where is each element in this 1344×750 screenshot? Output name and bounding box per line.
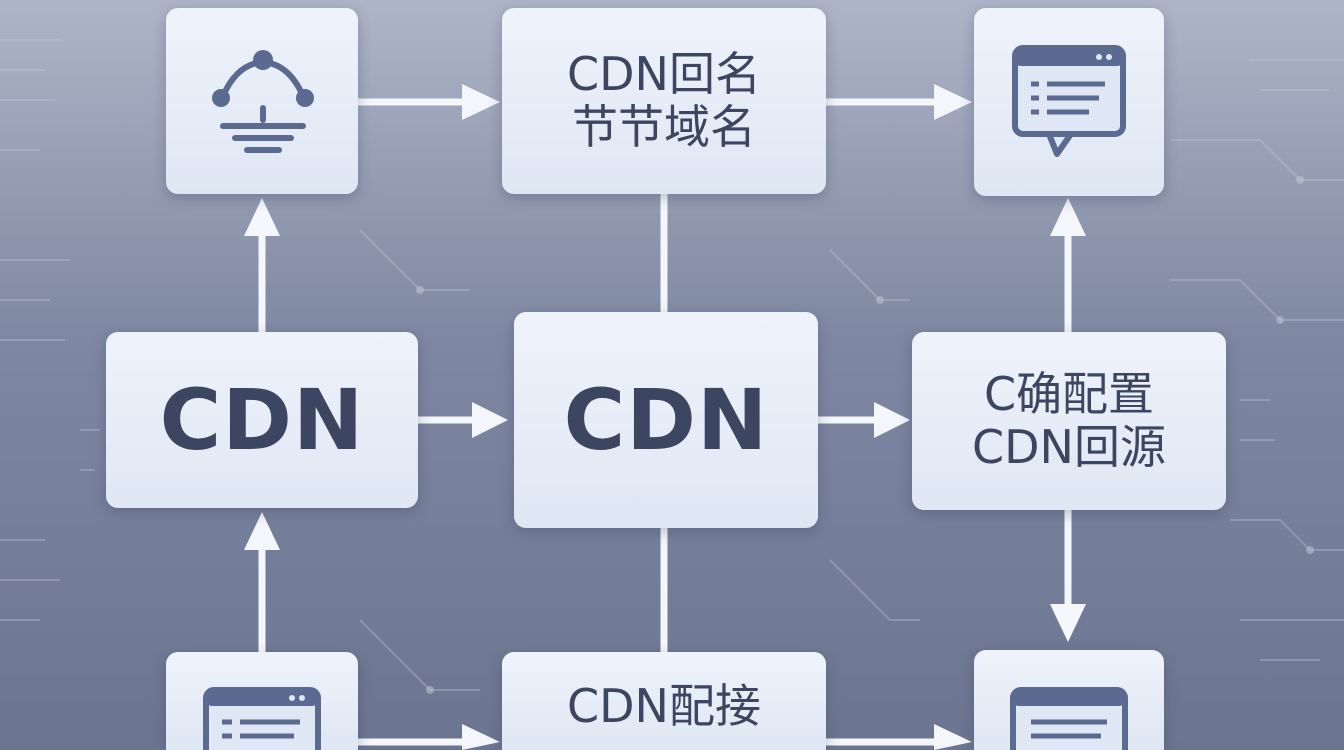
node-label-line-1: C确配置 bbox=[983, 367, 1155, 422]
node-label-line-1: CDN bbox=[159, 370, 365, 469]
browser-window-icon bbox=[202, 686, 322, 750]
arrowhead bbox=[934, 724, 972, 750]
node-top-left bbox=[166, 8, 358, 194]
arrowhead bbox=[874, 402, 910, 438]
arrowhead bbox=[934, 84, 972, 120]
node-bottom-right bbox=[974, 650, 1164, 750]
node-mid-left: CDN bbox=[106, 332, 418, 508]
node-label-line-1: CDN配接 bbox=[567, 679, 761, 733]
node-label-line-2: CDN回源 bbox=[972, 420, 1166, 474]
arrowhead bbox=[472, 402, 508, 438]
chat-window-icon bbox=[1009, 42, 1129, 162]
arrowhead bbox=[462, 724, 500, 750]
arrowhead bbox=[244, 512, 280, 550]
node-top-center: CDN回名 节节域名 bbox=[502, 8, 826, 194]
arrowhead bbox=[462, 84, 500, 120]
arrowhead bbox=[244, 198, 280, 236]
node-top-right bbox=[974, 8, 1164, 196]
node-label-line-1: CDN回名 bbox=[567, 47, 761, 102]
network-nodes-icon bbox=[207, 46, 317, 156]
node-mid-center: CDN bbox=[514, 312, 818, 528]
node-mid-right: C确配置 CDN回源 bbox=[912, 332, 1226, 510]
node-label-line-2: 节节域名 bbox=[572, 100, 756, 154]
node-bottom-left bbox=[166, 652, 358, 750]
arrowhead bbox=[1050, 604, 1086, 642]
arrowhead bbox=[1050, 198, 1086, 236]
node-bottom-center: CDN配接 bbox=[502, 652, 826, 750]
node-label-line-1: CDN bbox=[563, 370, 769, 469]
document-icon bbox=[1009, 686, 1129, 750]
